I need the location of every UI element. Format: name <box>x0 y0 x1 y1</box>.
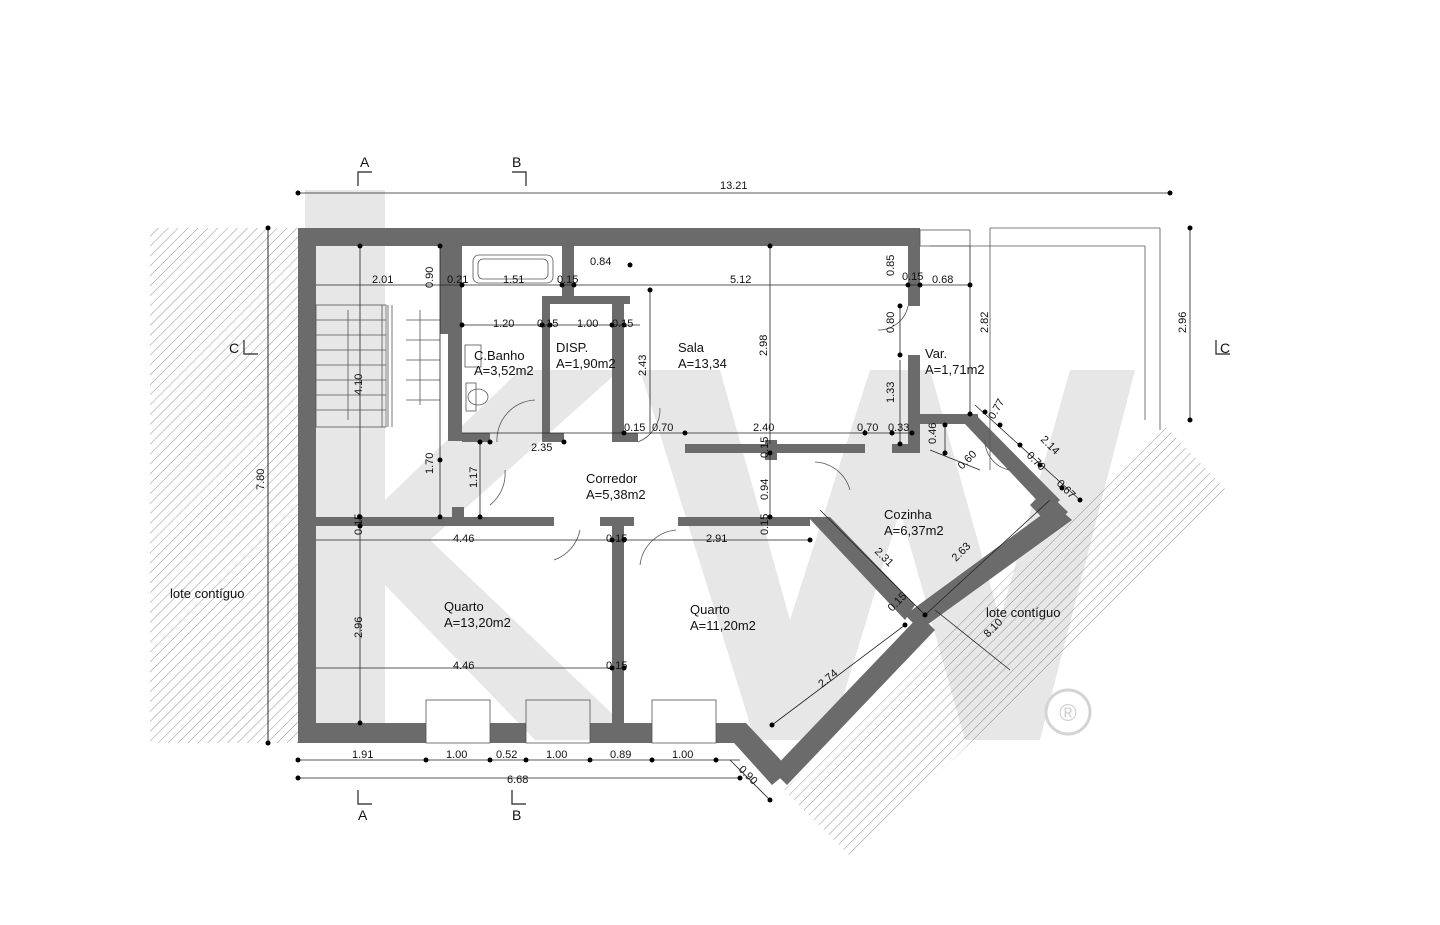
dim-t085: 0.85 <box>885 255 897 276</box>
section-a-bottom: A <box>358 807 368 823</box>
dim-v094: 0.94 <box>759 479 771 500</box>
room-disp-area: A=1,90m2 <box>556 356 616 371</box>
dim-c033: 0.33 <box>888 422 909 434</box>
lote-right-hatch <box>784 426 1228 858</box>
room-sala-name: Sala <box>678 340 705 355</box>
dim-v133: 1.33 <box>885 382 897 403</box>
room-corredor-name: Corredor <box>586 471 638 486</box>
room-labels: C.Banho A=3,52m2 DISP. A=1,90m2 Sala A=1… <box>170 340 1060 633</box>
dim-m015a: 0.15 <box>537 318 558 330</box>
dim-w446a: 4.46 <box>453 533 474 545</box>
dim-v117: 1.17 <box>468 467 480 488</box>
dim-c015a: 0.15 <box>624 422 645 434</box>
watermark-mark: ® <box>1059 700 1077 727</box>
room-quarto1-name: Quarto <box>444 599 484 614</box>
dim-m015b: 0.15 <box>612 318 633 330</box>
dim-v298: 2.98 <box>758 335 770 356</box>
section-b-bottom: B <box>512 807 521 823</box>
stairs <box>315 304 440 428</box>
room-cozinha-area: A=6,37m2 <box>884 523 944 538</box>
dimension-dots <box>265 190 1193 803</box>
dim-bottom-total: 6.68 <box>507 774 528 786</box>
room-banho-name: C.Banho <box>474 348 525 363</box>
room-corredor-area: A=5,38m2 <box>586 487 646 502</box>
room-cozinha-name: Cozinha <box>884 507 932 522</box>
fixtures <box>315 227 1161 744</box>
dim-c235: 2.35 <box>531 442 552 454</box>
dim-v296r: 2.96 <box>1177 312 1189 333</box>
lote-left-label: lote contíguo <box>170 586 244 601</box>
dim-v170: 1.70 <box>424 453 436 474</box>
room-quarto2-name: Quarto <box>690 602 730 617</box>
room-var-area: A=1,71m2 <box>925 362 985 377</box>
section-c-right: C <box>1220 340 1230 356</box>
dim-b052: 0.52 <box>496 749 517 761</box>
dim-t015b: 0.15 <box>902 271 923 283</box>
section-b-top: B <box>512 154 521 170</box>
section-a-top: A <box>360 154 370 170</box>
dim-d077: 0.77 <box>986 397 1007 422</box>
dim-w015b: 0.15 <box>606 533 627 545</box>
dim-v046: 0.46 <box>927 423 939 444</box>
room-var-name: Var. <box>925 346 947 361</box>
section-c-left: C <box>229 340 239 356</box>
room-sala-area: A=13,34 <box>678 356 727 371</box>
dim-b100b: 1.00 <box>546 749 567 761</box>
dim-t201: 2.01 <box>372 274 393 286</box>
dim-t068: 0.68 <box>932 274 953 286</box>
dim-overall-depth: 7.80 <box>255 469 267 490</box>
lote-left-hatch <box>150 228 298 743</box>
dim-w015a: 0.15 <box>353 514 365 535</box>
dim-c070b: 0.70 <box>857 422 878 434</box>
room-quarto1-area: A=13,20m2 <box>444 615 511 630</box>
dim-t151: 1.51 <box>503 274 524 286</box>
room-banho-area: A=3,52m2 <box>474 363 534 378</box>
dim-w446b: 4.46 <box>453 660 474 672</box>
dim-m120: 1.20 <box>493 318 514 330</box>
dim-overall-width: 13.21 <box>720 180 748 192</box>
dim-w015c: 0.15 <box>759 514 771 535</box>
dimension-lines <box>267 192 1191 801</box>
dim-b100c: 1.00 <box>672 749 693 761</box>
dim-t512: 5.12 <box>730 274 751 286</box>
dim-t090: 0.90 <box>424 267 436 288</box>
dim-t021: 0.21 <box>447 274 468 286</box>
dim-t084: 0.84 <box>590 256 611 268</box>
dim-b100a: 1.00 <box>446 749 467 761</box>
dim-w291: 2.91 <box>706 533 727 545</box>
dim-t015a: 0.15 <box>557 274 578 286</box>
dim-v282: 2.82 <box>979 312 991 333</box>
dim-c015b: 0.15 <box>759 437 771 458</box>
walls <box>298 228 1072 785</box>
dim-v410: 4.10 <box>353 374 365 395</box>
dim-b191: 1.91 <box>352 749 373 761</box>
dim-w015d: 0.15 <box>606 660 627 672</box>
dim-c070a: 0.70 <box>652 422 673 434</box>
section-markers: A B A B C C <box>229 154 1230 823</box>
dim-m100: 1.00 <box>577 318 598 330</box>
dim-v296: 2.96 <box>353 617 365 638</box>
lote-right-label: lote contíguo <box>986 605 1060 620</box>
dim-v080: 0.80 <box>885 312 897 333</box>
dim-v243: 2.43 <box>637 355 649 376</box>
room-quarto2-area: A=11,20m2 <box>690 618 756 633</box>
dim-c240: 2.40 <box>753 422 774 434</box>
dim-b089: 0.89 <box>610 749 631 761</box>
room-disp-name: DISP. <box>556 340 588 355</box>
